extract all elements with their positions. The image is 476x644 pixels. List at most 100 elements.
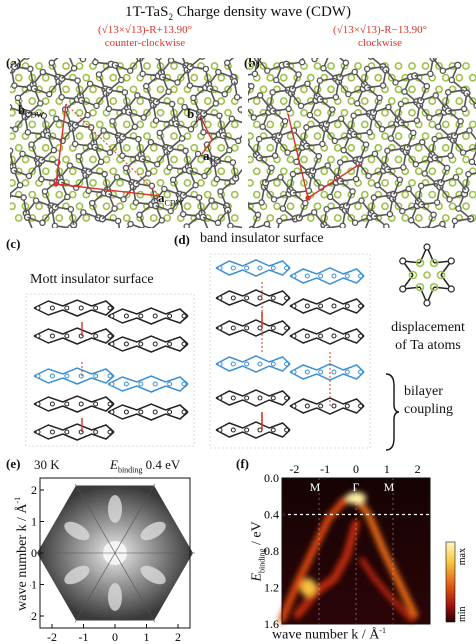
s-atom xyxy=(22,180,28,186)
s-atom xyxy=(171,86,177,92)
panel-f-xlabel: wave number k / Å-1 xyxy=(272,626,386,644)
s-atom xyxy=(254,98,260,104)
s-atom xyxy=(443,145,449,151)
s-atom xyxy=(137,121,143,127)
s-atom xyxy=(198,180,204,186)
s-atom xyxy=(314,110,320,116)
s-atom xyxy=(124,75,130,81)
ta-layer-sheet xyxy=(290,398,364,414)
panel-d-title: band insulator surface xyxy=(200,231,324,247)
s-atom xyxy=(90,156,96,162)
s-atom xyxy=(416,168,422,174)
s-atom xyxy=(429,192,435,198)
y-tick-label: 0.8 xyxy=(264,544,279,558)
s-atom xyxy=(164,215,170,221)
s-atom xyxy=(90,86,96,92)
s-atom xyxy=(416,215,422,221)
s-atom xyxy=(409,110,415,116)
s-atom xyxy=(254,121,260,127)
s-atom xyxy=(456,168,462,174)
s-atom xyxy=(395,86,401,92)
panel-d-label: (d) xyxy=(174,232,190,248)
panel-a-direction: counter-clockwise xyxy=(60,37,230,49)
s-atom xyxy=(63,86,69,92)
ta-layer-sheet xyxy=(108,336,188,352)
s-atom xyxy=(281,168,287,174)
ta-layer-sheet xyxy=(108,376,188,392)
s-atom xyxy=(422,63,428,69)
s-atom xyxy=(409,63,415,69)
bilayer-brace xyxy=(384,372,400,452)
ta-layer-sheet xyxy=(290,268,364,284)
s-atom xyxy=(16,215,22,221)
s-atom xyxy=(10,110,15,116)
s-atom xyxy=(144,133,150,139)
vector-a-1x1-label: a1×1 xyxy=(203,148,222,166)
s-atom xyxy=(274,203,280,209)
s-atom xyxy=(103,156,109,162)
s-atom xyxy=(70,192,76,198)
s-atom xyxy=(301,156,307,162)
s-atom xyxy=(171,156,177,162)
s-atom xyxy=(308,75,314,81)
inset-caption-line2: of Ta atoms xyxy=(380,338,476,354)
s-atom xyxy=(232,215,238,221)
s-atom xyxy=(144,63,150,69)
s-atom xyxy=(103,203,109,209)
s-atom xyxy=(328,86,334,92)
s-atom xyxy=(368,180,374,186)
s-atom xyxy=(362,98,368,104)
s-atom xyxy=(103,133,109,139)
s-atom xyxy=(110,75,116,81)
panel-e-temperature: 30 K xyxy=(34,457,60,473)
s-atom xyxy=(429,121,435,127)
s-atom xyxy=(314,133,320,139)
panel-c-label: (c) xyxy=(6,236,20,252)
s-atom xyxy=(328,156,334,162)
s-atom xyxy=(178,98,184,104)
s-atom xyxy=(232,192,238,198)
y-tick-label: -1 xyxy=(30,578,37,592)
s-atom xyxy=(287,156,293,162)
s-atom xyxy=(232,121,238,127)
s-atom xyxy=(157,86,163,92)
s-atom xyxy=(49,110,55,116)
s-atom xyxy=(63,156,69,162)
s-atom xyxy=(456,98,462,104)
s-atom xyxy=(83,75,89,81)
symmetry-point-label: Γ xyxy=(353,480,360,494)
panel-e-ylabel: wave number k / Å-1 xyxy=(13,474,31,634)
s-atom xyxy=(395,63,401,69)
ta-layer-sheet xyxy=(108,308,188,324)
s-atom xyxy=(301,86,307,92)
s-atom xyxy=(382,180,388,186)
s-atom xyxy=(130,86,136,92)
s-atom xyxy=(16,145,22,151)
s-atom xyxy=(63,63,69,69)
s-atom xyxy=(36,203,42,209)
s-atom xyxy=(348,145,354,151)
s-atom xyxy=(395,156,401,162)
s-atom xyxy=(218,75,224,81)
s-atom xyxy=(76,110,82,116)
s-atom xyxy=(76,63,82,69)
top-tick-label: -1 xyxy=(320,462,330,476)
s-atom xyxy=(254,168,260,174)
s-atom xyxy=(402,215,408,221)
s-atom xyxy=(348,98,354,104)
s-atom xyxy=(117,180,123,186)
colorbar xyxy=(446,542,455,622)
s-atom xyxy=(184,203,190,209)
s-atom xyxy=(463,133,469,139)
s-atom xyxy=(308,215,314,221)
s-atom xyxy=(205,98,211,104)
inset-caption-line1: displacement xyxy=(380,320,476,336)
s-atom xyxy=(90,110,96,116)
s-atom xyxy=(335,121,341,127)
s-atom xyxy=(205,192,211,198)
s-atom xyxy=(470,75,476,81)
s-atom xyxy=(151,145,157,151)
s-atom xyxy=(218,98,224,104)
s-atom xyxy=(90,180,96,186)
s-atom xyxy=(10,203,15,209)
